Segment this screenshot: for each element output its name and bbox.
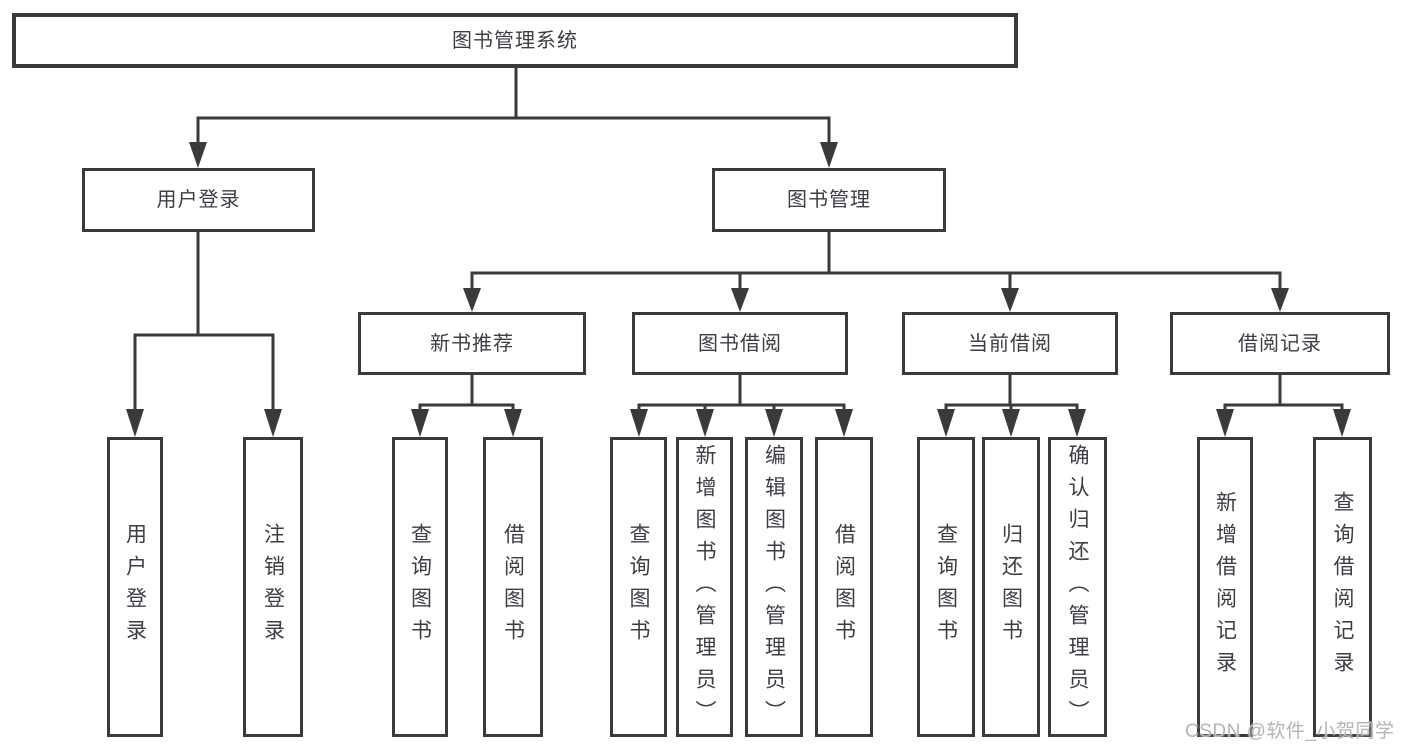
leaf-logout: 注销登录 xyxy=(243,437,303,737)
node-root-system: 图书管理系统 xyxy=(12,13,1018,68)
node-book-management: 图书管理 xyxy=(712,168,946,232)
leaf-query-books-1: 查询图书 xyxy=(392,437,448,737)
leaf-borrow-books-1: 借阅图书 xyxy=(483,437,543,737)
leaf-return-books: 归还图书 xyxy=(982,437,1040,737)
leaf-add-books-admin: 新增图书（管理员） xyxy=(676,437,733,737)
leaf-borrow-books-2: 借阅图书 xyxy=(815,437,873,737)
connector-new-book-group xyxy=(411,373,522,437)
leaf-query-books-3: 查询图书 xyxy=(917,437,975,737)
node-user-login: 用户登录 xyxy=(82,168,315,232)
leaf-query-borrow-record: 查询借阅记录 xyxy=(1313,437,1372,737)
connector-root-to-level2 xyxy=(189,66,838,168)
connector-borrow-records-group xyxy=(1216,373,1351,437)
node-current-borrow: 当前借阅 xyxy=(902,312,1118,375)
connector-current-borrow-group xyxy=(937,373,1086,437)
connector-book-borrow-group xyxy=(630,373,853,437)
csdn-watermark: CSDN @软件_小贺同学 xyxy=(1185,721,1395,742)
leaf-confirm-return-admin: 确认归还（管理员） xyxy=(1048,437,1107,737)
leaf-add-borrow-record: 新增借阅记录 xyxy=(1197,437,1253,737)
node-book-borrow: 图书借阅 xyxy=(632,312,848,375)
leaf-query-books-2: 查询图书 xyxy=(610,437,667,737)
node-borrow-records: 借阅记录 xyxy=(1170,312,1390,375)
leaf-edit-books-admin: 编辑图书（管理员） xyxy=(745,437,803,737)
connector-user-login-group xyxy=(126,230,282,437)
leaf-user-login: 用户登录 xyxy=(107,437,163,737)
connector-book-management-group xyxy=(463,230,1289,312)
node-new-book-recommend: 新书推荐 xyxy=(358,312,586,375)
